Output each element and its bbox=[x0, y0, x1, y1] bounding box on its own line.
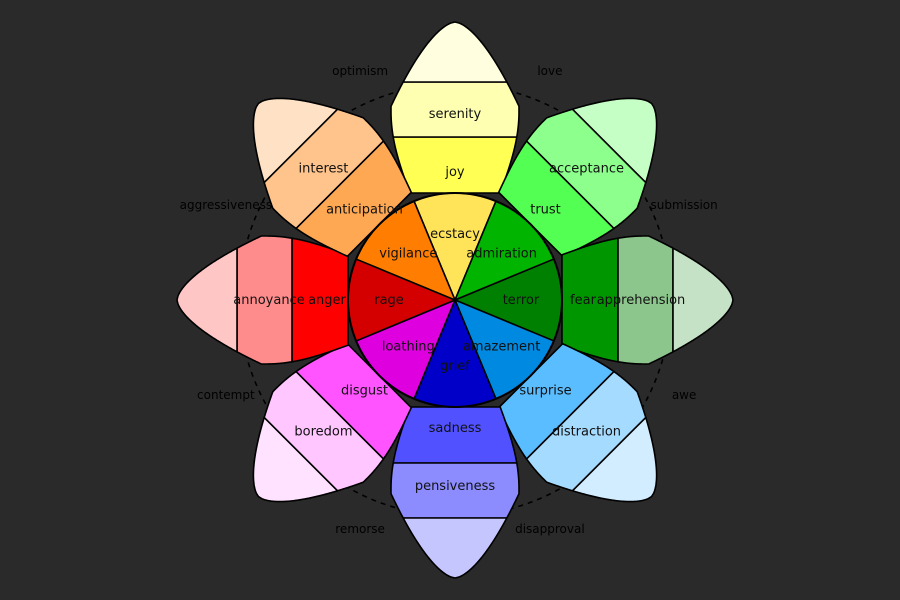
anticipation-axis-petal bbox=[252, 97, 456, 301]
emotion-label: annoyance bbox=[233, 293, 304, 308]
emotion-label: boredom bbox=[294, 425, 352, 440]
dyad-labels-layer: love submission awe disapproval remorse conte… bbox=[180, 64, 718, 536]
emotion-label: serenity bbox=[429, 107, 482, 122]
fear-axis-band-3 bbox=[672, 247, 734, 353]
emotion-label: ecstacy bbox=[430, 227, 480, 242]
surprise-axis-band-3 bbox=[571, 416, 658, 503]
joy-axis-petal bbox=[390, 21, 520, 301]
dyad-label: contempt bbox=[197, 388, 255, 402]
anger-axis-petal bbox=[176, 235, 456, 365]
emotion-label: acceptance bbox=[549, 161, 624, 176]
emotion-label: sadness bbox=[429, 421, 482, 436]
surprise-axis-petal bbox=[454, 299, 658, 503]
anticipation-axis-band-3 bbox=[252, 97, 339, 184]
anger-axis-band-3 bbox=[176, 247, 238, 353]
emotion-label: trust bbox=[530, 202, 561, 217]
sadness-axis-band-3 bbox=[402, 517, 508, 579]
trust-axis-band-3 bbox=[571, 97, 658, 184]
petals-layer bbox=[176, 21, 734, 579]
emotion-label: distraction bbox=[552, 425, 621, 440]
emotion-label: fear bbox=[570, 293, 597, 308]
emotion-label: pensiveness bbox=[415, 479, 496, 494]
dyad-label: awe bbox=[672, 388, 697, 402]
emotion-label: grief bbox=[440, 359, 470, 374]
emotion-label: anticipation bbox=[326, 202, 403, 217]
emotion-label: apprehension bbox=[597, 293, 686, 308]
emotion-label: interest bbox=[299, 161, 349, 176]
dyad-label: disapproval bbox=[515, 522, 585, 536]
emotion-label: loathing bbox=[382, 340, 435, 355]
emotion-label: anger bbox=[308, 293, 346, 308]
emotion-label: joy bbox=[444, 165, 465, 180]
emotion-label: amazement bbox=[463, 340, 540, 355]
inner-circle-outline bbox=[347, 192, 563, 408]
joy-axis-band-3 bbox=[402, 21, 508, 83]
dyad-label: aggressiveness bbox=[180, 198, 272, 212]
dyad-label: submission bbox=[650, 198, 717, 212]
fear-axis-petal bbox=[454, 235, 734, 365]
emotion-label: disgust bbox=[341, 384, 388, 399]
emotion-label: rage bbox=[374, 293, 404, 308]
dyad-label: love bbox=[537, 64, 562, 78]
disgust-axis-band-3 bbox=[252, 416, 339, 503]
sadness-axis-petal bbox=[390, 299, 520, 579]
emotion-label: terror bbox=[503, 293, 540, 308]
emotion-label: vigilance bbox=[379, 246, 437, 261]
emotion-label: admiration bbox=[466, 246, 537, 261]
emotion-labels-layer: ecstacy joy serenity admiration trust accepta… bbox=[233, 107, 685, 494]
dyad-label: optimism bbox=[332, 64, 388, 78]
dyad-label: remorse bbox=[335, 522, 385, 536]
emotion-label: surprise bbox=[519, 384, 571, 399]
